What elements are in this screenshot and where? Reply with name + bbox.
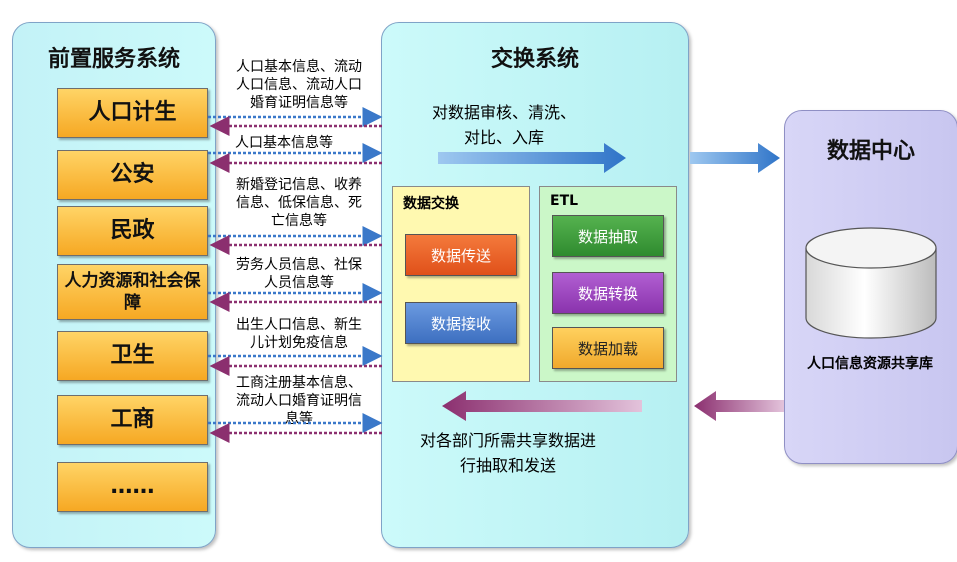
data-load-button[interactable]: 数据加载 [552, 327, 664, 369]
flow-label-population: 人口基本信息、流动 人口信息、流动人口 婚育证明信息等 [236, 59, 362, 111]
return-text: 对各部门所需共享数据进 行抽取和发送 [420, 431, 597, 475]
etl-title: ETL [550, 193, 579, 209]
to-datacenter-arrow [690, 143, 780, 173]
front-service-title: 前置服务系统 [47, 47, 180, 72]
dept-police[interactable]: 公安 [57, 150, 208, 200]
dept-human-resources[interactable]: 人力资源和社会保障 [57, 264, 208, 320]
dept-health[interactable]: 卫生 [57, 331, 208, 381]
data-transform-button[interactable]: 数据转换 [552, 272, 664, 314]
dept-population[interactable]: 人口计生 [57, 88, 208, 138]
from-datacenter-arrow [694, 391, 784, 421]
data-extract-button[interactable]: 数据抽取 [552, 215, 664, 257]
db-label: 人口信息资源共享库 [807, 356, 933, 372]
flow-label-hr: 劳务人员信息、社保 人员信息等 [236, 257, 362, 291]
dept-more[interactable]: …… [57, 462, 208, 512]
data-receive-button[interactable]: 数据接收 [405, 302, 517, 344]
dept-commerce[interactable]: 工商 [57, 395, 208, 445]
exchange-system-title: 交换系统 [490, 47, 579, 72]
data-center-panel: 数据中心 [784, 110, 957, 464]
data-exchange-box: 数据交换 [392, 186, 530, 382]
flow-label-commerce: 工商注册基本信息、 流动人口婚育证明信 息等 [236, 375, 362, 427]
flow-label-health: 出生人口信息、新生 儿计划免疫信息 [236, 317, 362, 351]
process-text: 对数据审核、清洗、 对比、入库 [432, 103, 577, 147]
flow-label-police: 人口基本信息等 [235, 135, 333, 151]
data-exchange-title: 数据交换 [403, 196, 459, 212]
data-center-title: 数据中心 [826, 139, 915, 164]
data-send-button[interactable]: 数据传送 [405, 234, 517, 276]
dept-civil-affairs[interactable]: 民政 [57, 206, 208, 256]
flow-label-civil: 新婚登记信息、收养 信息、低保信息、死 亡信息等 [236, 177, 362, 229]
